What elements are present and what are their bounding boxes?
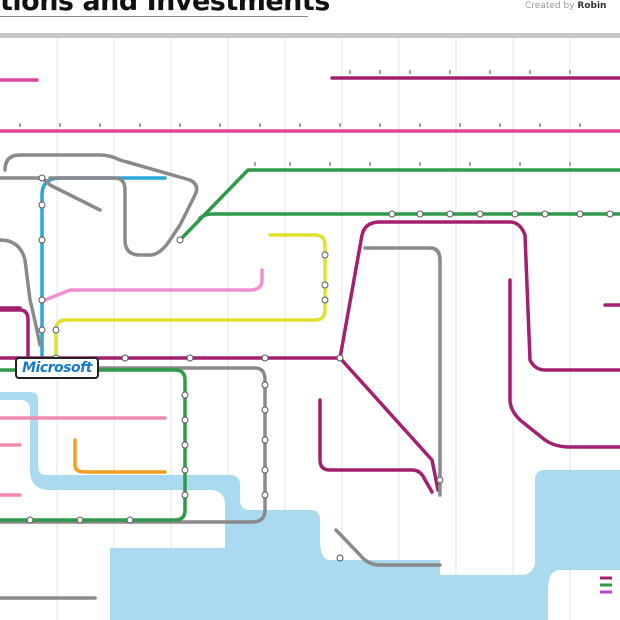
- credit-prefix: Created by: [525, 1, 575, 11]
- line-maroon-stub: [0, 308, 30, 360]
- line-orange: [73, 438, 167, 474]
- line-maroon-main: [0, 220, 620, 372]
- microsoft-hub-station: Microsoft: [15, 357, 99, 379]
- grid-band: [0, 33, 620, 38]
- line-maroon-branch: [318, 398, 434, 494]
- line-cyan: [40, 176, 167, 362]
- line-maroon-right: [508, 278, 620, 449]
- legend: [600, 576, 612, 594]
- credit: Created by Robin: [525, 1, 606, 11]
- stations: [26, 174, 614, 562]
- title-underline: [0, 16, 308, 17]
- line-yellow: [54, 233, 327, 362]
- map-title: tions and Investments: [0, 0, 330, 17]
- microsoft-logo: Microsoft: [22, 360, 92, 376]
- line-gray-main: [0, 366, 267, 524]
- line-gray-right: [363, 246, 442, 497]
- line-light-pink: [43, 268, 264, 302]
- watermark: - in: [548, 590, 576, 608]
- line-green-upper: [178, 168, 620, 242]
- line-pink-inner: [0, 443, 22, 497]
- water-area: [0, 392, 620, 620]
- line-maroon-diagonal: [338, 356, 440, 492]
- line-gray-left: [0, 153, 199, 347]
- credit-name: Robin: [577, 1, 607, 11]
- station-ticks: [19, 70, 581, 166]
- line-gray-bottom: [334, 528, 442, 567]
- line-green-lower: [198, 212, 620, 220]
